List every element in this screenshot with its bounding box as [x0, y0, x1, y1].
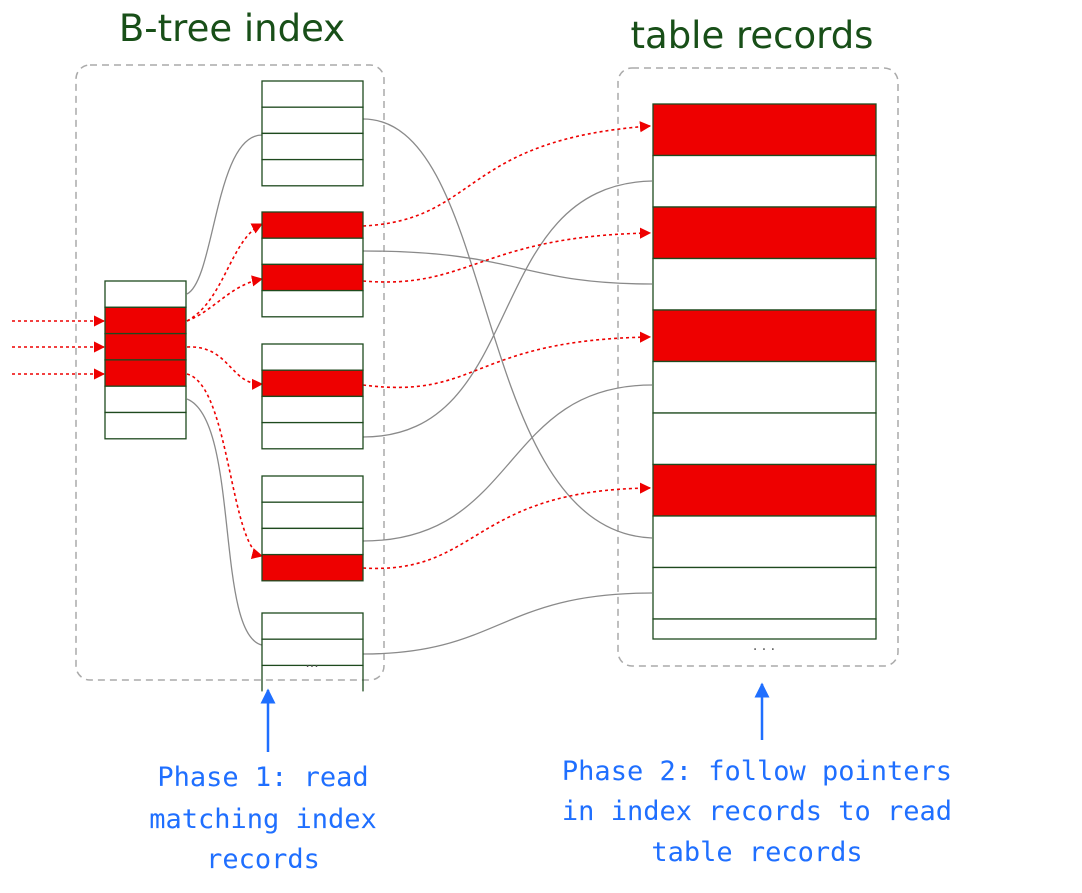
leaf-index-node-2 [261, 211, 364, 318]
pointer-leaf1-line [362, 118, 653, 539]
root-arrow-2 [186, 275, 264, 322]
pointer-leaf4-line [362, 384, 653, 542]
root-row-1 [104, 280, 187, 308]
leaf-5-row-1 [261, 612, 364, 640]
root-index-node [104, 280, 187, 440]
leaf-4-row-4-matched [261, 553, 364, 582]
leaf-3-row-3 [261, 395, 364, 424]
phase1-caption-line-3: records [206, 844, 320, 875]
phase1-caption-line-2: matching index [149, 804, 377, 835]
btree-index-title: B-tree index [119, 7, 345, 50]
table-arrow-4 [362, 482, 652, 570]
table-records-container [617, 67, 899, 667]
table-continues-ellipsis: . . . [753, 638, 775, 654]
leaf-2-row-2 [261, 237, 364, 266]
leaf-4-row-1 [261, 475, 364, 503]
leaf-1-row-3 [261, 132, 364, 161]
leaf-2-row-3-matched [261, 263, 364, 292]
phase2-caption-line-1: Phase 2: follow pointers [562, 756, 952, 787]
table-record-row-5-matched [652, 309, 877, 363]
root-to-leaf-arrows [186, 223, 264, 559]
table-arrow-3 [362, 331, 652, 389]
pointer-leaf3-line [362, 180, 653, 438]
leaf-index-node-1 [261, 80, 364, 187]
root-row-6 [104, 411, 187, 440]
leaf-5-row-2 [261, 638, 364, 667]
table-arrow-2 [362, 227, 652, 283]
index-continues-ellipsis: ... [305, 655, 318, 671]
leaf-index-node-5 [261, 612, 364, 692]
root-arrow-3 [186, 346, 264, 390]
table-record-row-9 [652, 515, 877, 569]
pointer-leaf5-line [362, 592, 653, 655]
root-to-leaf-1-line [186, 134, 263, 295]
table-record-row-1-matched [652, 103, 877, 157]
root-row-5 [104, 385, 187, 414]
root-arrow-4 [186, 373, 264, 559]
leaf-to-table-arrows [362, 121, 652, 570]
leaf-1-row-2 [261, 106, 364, 135]
leaf-2-row-1-matched [261, 211, 364, 239]
table-record-row-10 [652, 566, 877, 620]
leaf-4-row-3 [261, 527, 364, 556]
table-record-continuation [652, 618, 877, 640]
leaf-1-row-4 [261, 158, 364, 187]
pointer-leaf2-line [362, 250, 653, 285]
leaf-3-row-1 [261, 343, 364, 371]
root-arrow-1 [186, 223, 264, 322]
leaf-1-row-1 [261, 80, 364, 108]
leaf-2-row-4 [261, 289, 364, 318]
phase2-caption-line-2: in index records to read [562, 796, 952, 827]
pointer-lines [186, 118, 653, 655]
table-records-block [652, 103, 877, 640]
root-row-2-matched [104, 306, 187, 335]
phase1-caption-line-1: Phase 1: read [157, 762, 368, 793]
table-record-row-8-matched [652, 463, 877, 517]
table-records-title: table records [631, 14, 874, 57]
root-row-3-matched [104, 332, 187, 361]
btree-index-container [75, 64, 385, 681]
root-to-leaf-5-line [186, 398, 263, 646]
table-record-row-6 [652, 360, 877, 414]
table-record-row-2 [652, 154, 877, 208]
leaf-index-node-4 [261, 475, 364, 582]
table-record-row-4 [652, 257, 877, 311]
leaf-3-row-4 [261, 421, 364, 450]
leaf-3-row-2-matched [261, 369, 364, 398]
incoming-arrows [12, 315, 106, 380]
table-arrow-1 [362, 121, 652, 227]
table-record-row-7 [652, 412, 877, 466]
phase2-caption-line-3: table records [651, 837, 862, 868]
table-record-row-3-matched [652, 206, 877, 260]
root-row-4-matched [104, 359, 187, 387]
leaf-index-node-3 [261, 343, 364, 450]
leaf-4-row-2 [261, 501, 364, 530]
